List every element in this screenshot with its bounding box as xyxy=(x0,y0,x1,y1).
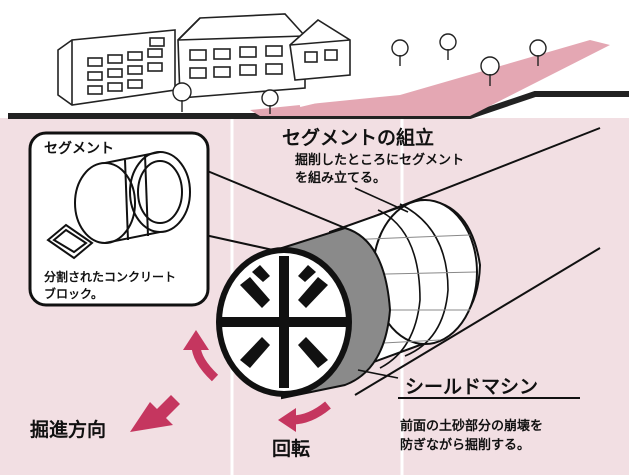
house-right xyxy=(289,19,351,81)
callout-pointer-bottom xyxy=(204,234,283,253)
machine-title: シールドマシン xyxy=(405,376,539,398)
machine-pointer-line xyxy=(357,369,399,379)
assembly-pointer-line xyxy=(354,187,409,213)
surface-trees xyxy=(172,33,547,114)
surface-road xyxy=(250,40,610,116)
building-left xyxy=(57,29,176,106)
machine-desc-2: 防ぎながら掘削する。 xyxy=(400,438,531,453)
assembly-desc-1: 掘削したところにセグメント xyxy=(295,153,465,168)
segment-callout-desc-1: 分割されたコンクリート xyxy=(44,270,177,284)
segment-callout-desc-2: ブロック。 xyxy=(44,287,104,301)
segment-callout-title: セグメント xyxy=(44,141,114,157)
advance-direction-arrow xyxy=(130,395,180,432)
advance-direction-label: 掘進方向 xyxy=(30,419,107,441)
rotation-arrow-left-head xyxy=(183,330,209,350)
cutter-face xyxy=(216,247,352,397)
building-center xyxy=(177,13,306,99)
callout-pointer-top xyxy=(204,169,346,229)
machine-desc-1: 前面の土砂部分の崩壊を xyxy=(400,419,544,434)
assembly-desc-2: を組み立てる。 xyxy=(295,171,387,186)
rotation-arrow-bottom-head xyxy=(278,408,296,432)
ground-surface-line xyxy=(8,91,629,119)
rotation-label: 回転 xyxy=(272,438,311,460)
segment-callout-box xyxy=(28,131,210,307)
assembly-title: セグメントの組立 xyxy=(282,127,435,149)
tunnel-bottom-line xyxy=(354,247,601,396)
segment-illustration xyxy=(46,151,191,260)
